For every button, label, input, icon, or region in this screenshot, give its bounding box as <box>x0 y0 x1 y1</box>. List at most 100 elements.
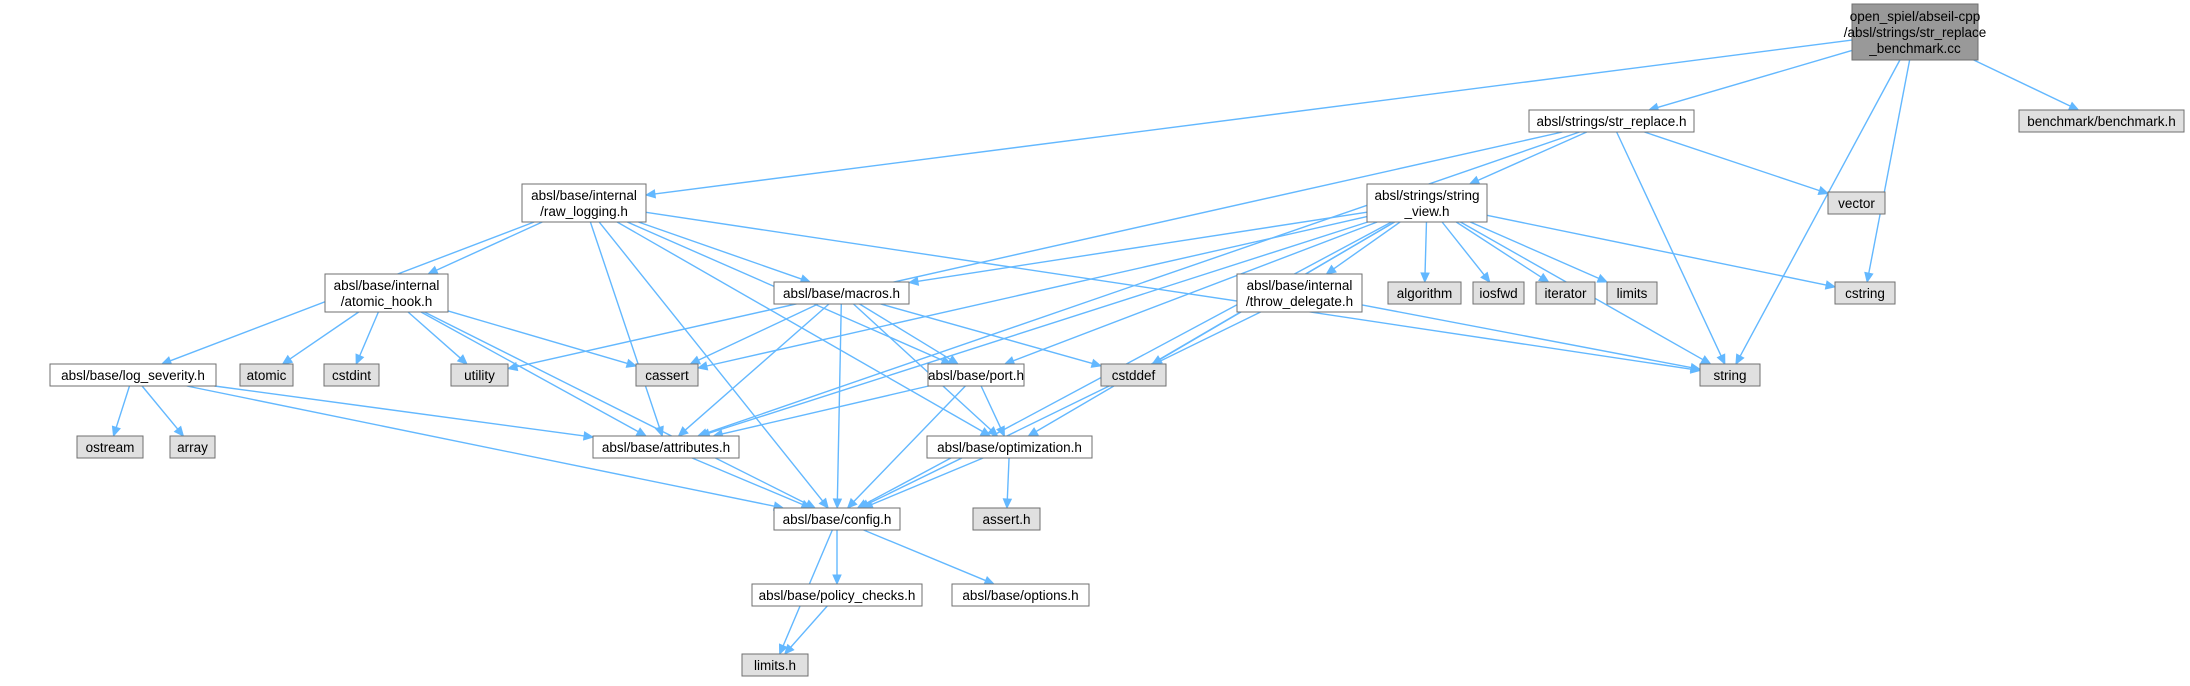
node-box <box>741 653 809 677</box>
edge-line <box>407 311 461 359</box>
node-throw-delegate[interactable]: absl/base/internal/throw_delegate.h <box>1236 273 1363 313</box>
node-label-line: limits <box>1617 286 1648 301</box>
edge-line <box>115 385 131 428</box>
node-label-line: benchmark/benchmark.h <box>2027 114 2176 129</box>
edge-atomic_hook-to-utility <box>407 311 468 365</box>
node-label-line: absl/base/macros.h <box>783 286 900 301</box>
node-label-line: ostream <box>86 440 135 455</box>
edge-arrowhead <box>1817 185 1830 195</box>
edge-line <box>684 303 830 431</box>
edge-arrowhead <box>635 427 648 437</box>
edge-line <box>447 310 628 365</box>
node-string: string <box>1699 363 1761 387</box>
edge-line <box>1441 221 1485 276</box>
edge-line <box>863 529 986 582</box>
edge-line <box>853 385 966 503</box>
node-label-line: absl/base/config.h <box>783 512 892 527</box>
node-vector: vector <box>1827 191 1886 215</box>
edge-line <box>289 311 360 360</box>
edge-arrowhead <box>818 497 829 509</box>
node-config[interactable]: absl/base/config.h <box>773 507 901 531</box>
edge-str_replace-to-utility <box>506 131 1563 372</box>
node-label-line: cassert <box>645 368 689 383</box>
edge-log_severity-to-ostream <box>111 385 131 438</box>
node-label-line: _view.h <box>1403 204 1449 219</box>
node-label-line: absl/strings/str_replace.h <box>1536 114 1686 129</box>
node-optimization[interactable]: absl/base/optimization.h <box>926 435 1093 459</box>
node-box <box>972 507 1041 531</box>
edge-line <box>1739 59 1901 357</box>
edge-string_view-to-macros <box>907 211 1368 286</box>
node-utility: utility <box>450 363 509 387</box>
node-macros[interactable]: absl/base/macros.h <box>773 281 910 305</box>
edge-line <box>1469 221 1600 280</box>
node-label-line: atomic <box>247 368 287 383</box>
edge-arrowhead <box>1420 272 1430 284</box>
node-box <box>635 363 699 387</box>
node-label-line: cstdint <box>332 368 371 383</box>
node-limits: limits <box>1606 281 1658 305</box>
node-raw-logging[interactable]: absl/base/internal/raw_logging.h <box>521 183 647 223</box>
node-string-view[interactable]: absl/strings/string_view.h <box>1366 183 1488 223</box>
edge-macros-to-optimization <box>853 303 999 437</box>
edge-line <box>420 311 639 433</box>
edge-line <box>214 385 585 437</box>
node-root[interactable]: open_spiel/abseil-cpp/absl/strings/str_r… <box>1844 3 1987 61</box>
node-cstring: cstring <box>1834 281 1896 305</box>
edge-arrowhead <box>1689 362 1702 373</box>
edge-arrowhead <box>1468 175 1481 185</box>
edge-line <box>1424 221 1428 274</box>
node-options[interactable]: absl/base/options.h <box>951 583 1090 607</box>
node-policy-checks[interactable]: absl/base/policy_checks.h <box>751 583 923 607</box>
edge-arrowhead <box>1700 355 1712 365</box>
node-box <box>521 183 647 223</box>
node-box <box>324 273 449 313</box>
edge-attributes-to-config <box>691 457 813 509</box>
edge-line <box>1657 49 1853 109</box>
edge-line <box>698 303 819 361</box>
edge-arrowhead <box>644 189 657 199</box>
edge-line <box>1006 457 1010 500</box>
node-cstdint: cstdint <box>323 363 380 387</box>
node-atomic: atomic <box>239 363 294 387</box>
edge-string_view-to-cstring <box>1486 214 1837 290</box>
node-str-replace[interactable]: absl/strings/str_replace.h <box>1528 109 1695 133</box>
node-log-severity[interactable]: absl/base/log_severity.h <box>49 363 217 387</box>
node-label-line: absl/base/attributes.h <box>602 440 730 455</box>
edge-arrowhead <box>1864 271 1874 284</box>
node-ostream: ostream <box>76 435 144 459</box>
node-attributes[interactable]: absl/base/attributes.h <box>592 435 740 459</box>
node-port[interactable]: absl/base/port.h <box>927 363 1025 387</box>
node-box <box>1834 281 1896 305</box>
edge-line <box>424 311 808 505</box>
edge-line <box>980 385 1002 429</box>
edge-raw_logging-to-macros <box>638 221 812 284</box>
node-label-line: open_spiel/abseil-cpp <box>1850 9 1981 24</box>
edge-arrowhead <box>456 354 468 365</box>
edge-arrowhead <box>783 643 795 655</box>
edge-arrowhead <box>689 355 702 365</box>
edge-string_view-to-algorithm <box>1420 221 1430 284</box>
edge-macros-to-config <box>832 303 843 510</box>
edge-string_view-to-cassert <box>696 215 1368 371</box>
edge-throw_delegate-to-string <box>1361 304 1702 373</box>
edge-line <box>706 215 1368 367</box>
edge-line <box>917 211 1368 282</box>
edge-arrowhead <box>160 356 173 366</box>
edge-layer <box>111 39 2080 656</box>
node-label-line: iosfwd <box>1479 286 1517 301</box>
node-label-line: array <box>177 440 208 455</box>
node-box <box>1535 281 1596 305</box>
edge-string_view-to-limits <box>1469 221 1609 283</box>
node-label-line: cstddef <box>1112 368 1156 383</box>
node-atomic-hook[interactable]: absl/base/internal/atomic_hook.h <box>324 273 449 313</box>
edge-string_view-to-iterator <box>1455 221 1550 283</box>
edge-optimization-to-config <box>862 457 984 509</box>
node-box <box>76 435 144 459</box>
node-label-line: absl/base/internal <box>1247 278 1353 293</box>
node-box <box>592 435 740 459</box>
edge-str_replace-to-string <box>1615 131 1726 366</box>
node-box <box>926 435 1093 459</box>
edge-arrowhead <box>907 276 920 286</box>
